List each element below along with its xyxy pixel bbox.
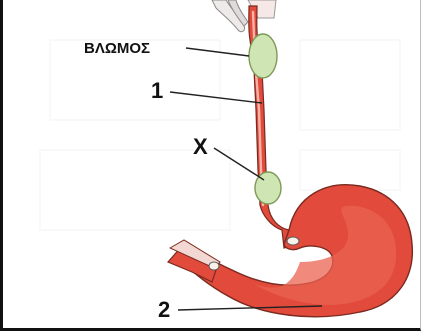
upper-sphincter [287,237,299,245]
leader-bolus [186,48,249,56]
leader-x [214,148,264,180]
label-x: X [193,134,208,159]
label-one: 1 [151,78,163,103]
label-bolus: ΒΛΩΜΟΣ [84,40,150,57]
bolus-upper [249,34,277,78]
leader-one [170,92,262,103]
pyloric-sphincter [209,262,219,270]
label-two: 2 [158,297,170,322]
